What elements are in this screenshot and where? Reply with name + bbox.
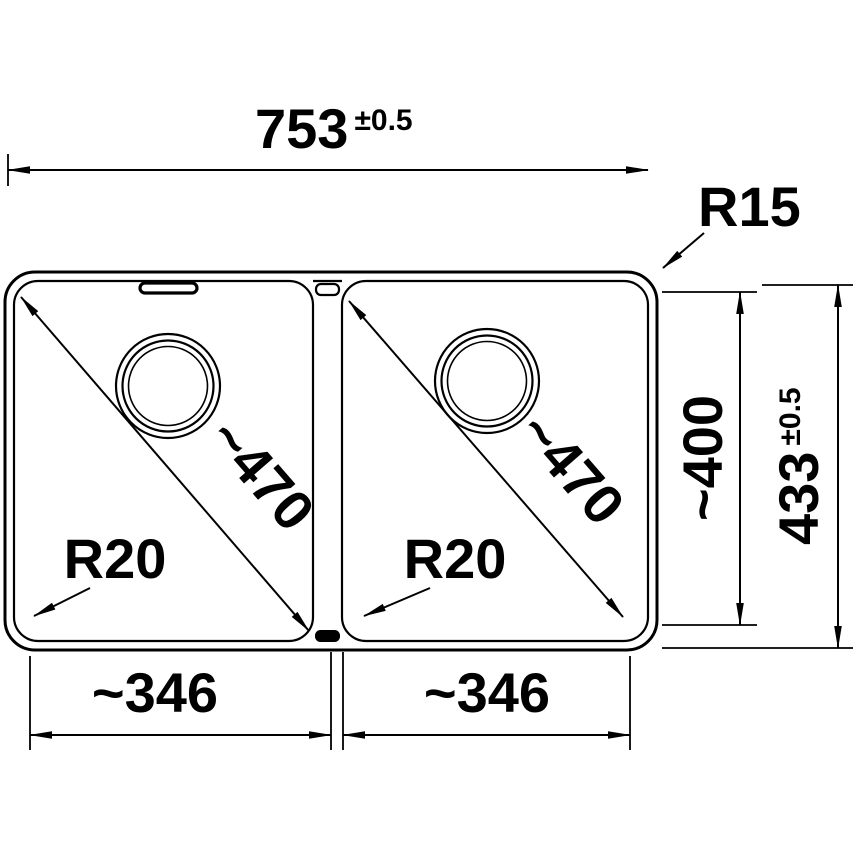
right-bowl-width-label: ~346 — [424, 661, 550, 724]
left-drain-mid-ring — [121, 339, 215, 433]
divider-bottom-cap — [315, 630, 340, 642]
corner-radius-label: R15 — [698, 175, 801, 238]
sink-outer-outline — [3, 270, 659, 652]
right-bowl-radius-label: R20 — [404, 527, 507, 590]
right-diagonal-label: ~470 — [507, 400, 637, 537]
right-bowl-radius-leader-arrow — [363, 587, 431, 617]
overall-depth-label: 433±0.5 — [767, 387, 830, 545]
left-bowl-outline — [12, 279, 315, 643]
inner-depth-label: ~400 — [671, 395, 734, 521]
right-bowl-outline — [340, 279, 650, 643]
left-diagonal-dimension-line — [20, 296, 310, 632]
overall-width-label: 753±0.5 — [255, 97, 413, 160]
left-bowl-radius-leader-arrow — [33, 587, 91, 617]
right-diagonal-dimension-line — [348, 300, 624, 618]
right-drain-inner-ring — [446, 340, 528, 422]
left-drain-inner-ring — [127, 345, 209, 427]
left-bowl-radius-label: R20 — [64, 527, 167, 590]
corner-radius-leader-arrow — [662, 232, 705, 269]
left-drain-outer-ring — [114, 332, 222, 440]
divider-top-cap — [314, 282, 341, 297]
right-drain-mid-ring — [440, 334, 534, 428]
left-drain — [114, 332, 222, 440]
left-bowl-width-label: ~346 — [92, 661, 218, 724]
tap-hole-slot — [138, 281, 199, 295]
